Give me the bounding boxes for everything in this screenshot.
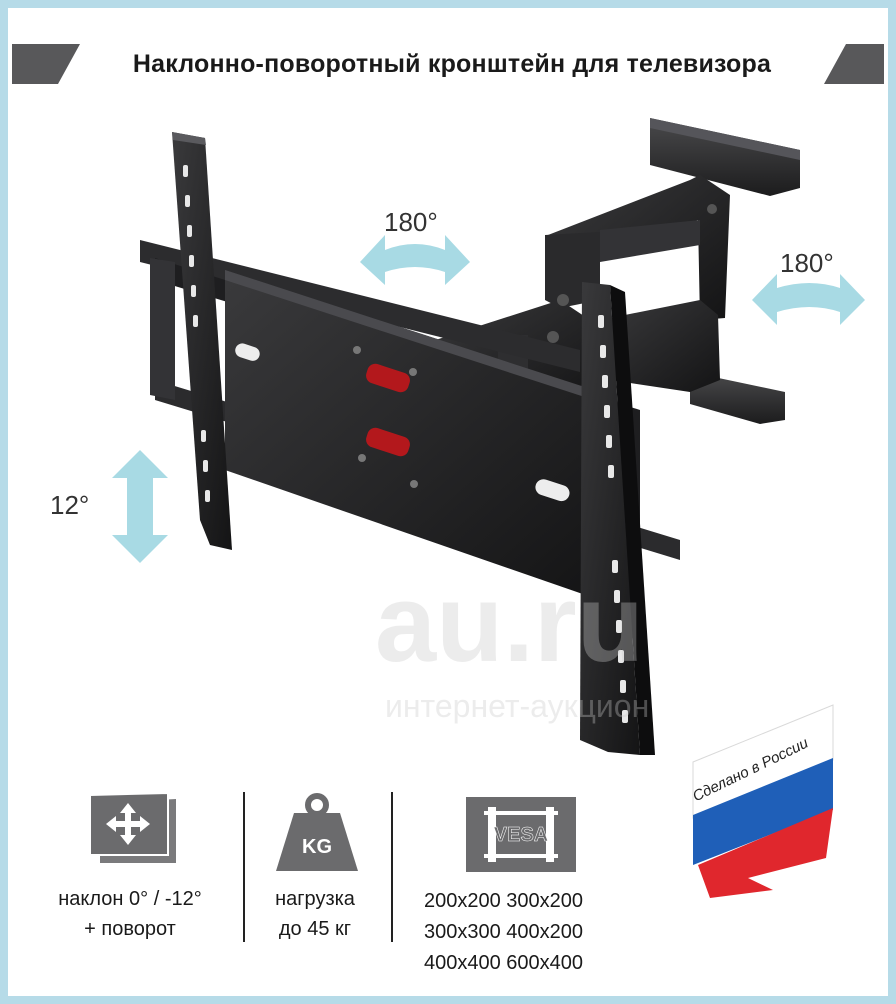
swivel-arrow-right [752, 274, 865, 325]
weight-icon: KG [276, 793, 358, 871]
center-plate [225, 270, 600, 600]
right-vertical-bar [580, 282, 655, 755]
tilt-label-line2: + поворот [84, 918, 176, 940]
swivel-angle-left: 180° [384, 207, 438, 237]
tilt-label-line1: наклон 0° / -12° [58, 888, 202, 910]
load-label-line2: до 45 кг [278, 918, 352, 940]
tilt-angle: 12° [50, 490, 90, 520]
divider-1 [243, 792, 245, 942]
tilt-arrow [112, 450, 168, 563]
load-label-line1: нагрузка [275, 888, 355, 910]
russia-flag-badge [692, 704, 834, 898]
divider-2 [391, 792, 393, 942]
load-label: нагрузка до 45 кг [255, 884, 375, 944]
swivel-arrow-left [360, 235, 470, 285]
tilt-swivel-icon [89, 793, 176, 863]
watermark-subtitle: интернет-аукцион [385, 688, 650, 724]
vesa-size-row: 200x200 300x200 [424, 890, 584, 912]
vesa-size-row: 400x400 600x400 [424, 952, 584, 974]
page-title: Наклонно-поворотный кронштейн для телеви… [132, 50, 772, 78]
vesa-sizes: 200x200 300x200 300x300 400x200 400x400 … [424, 886, 583, 979]
wall-plate [650, 118, 800, 424]
swivel-angle-right: 180° [780, 248, 834, 278]
weight-icon-text: KG [302, 836, 332, 858]
title-plate [58, 44, 846, 84]
tilt-label: наклон 0° / -12° + поворот [30, 884, 230, 944]
vesa-icon: VESA [466, 797, 576, 872]
watermark-logo: au.ru [375, 562, 644, 685]
vesa-size-row: 300x300 400x200 [424, 921, 584, 943]
left-vertical-bar [172, 132, 232, 550]
vesa-icon-text: VESA [494, 824, 548, 846]
